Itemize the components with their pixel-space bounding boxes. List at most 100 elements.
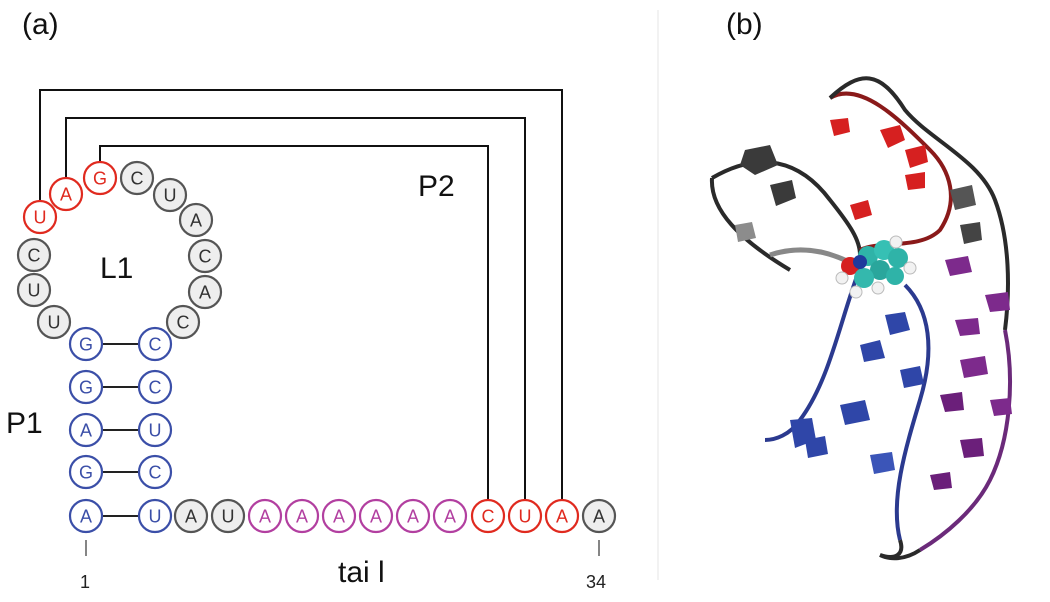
base-red (880, 125, 905, 148)
nucleotide: G (82, 160, 118, 196)
nucleotide-letter: A (556, 507, 568, 527)
nucleotide: C (16, 237, 52, 273)
base-blue (900, 366, 924, 388)
nucleotide-letter: A (593, 507, 605, 527)
p2-pair-bracket (65, 117, 526, 501)
nucleotide-circle (137, 326, 173, 362)
atom-teal (870, 260, 890, 280)
nucleotide-letter: C (131, 169, 144, 189)
base-dark (740, 145, 778, 175)
backbone-purple-segment (918, 329, 1012, 552)
nucleotide-letter: C (199, 247, 212, 267)
nucleotide-circle (119, 160, 155, 196)
base-red (905, 145, 928, 168)
nucleotide: C (137, 454, 173, 490)
base-red (905, 172, 925, 190)
nucleotide: A (432, 498, 468, 534)
nucleotide-letter: C (149, 335, 162, 355)
nucleotide-letter: C (177, 313, 190, 333)
nucleotide: C (137, 326, 173, 362)
nucleotide: U (137, 412, 173, 448)
pos-end-label: 34 (586, 572, 606, 592)
nucleotide-letter: U (222, 507, 235, 527)
nucleotide-circle (178, 202, 214, 238)
nucleotide-letter: A (199, 283, 211, 303)
rna-3d-ribbon-structure (709, 76, 1012, 561)
atom-blue (853, 255, 867, 269)
nucleotide-letter: A (407, 507, 419, 527)
nucleotide-letter: U (149, 507, 162, 527)
nucleotide-circle (507, 498, 543, 534)
nucleotide: G (68, 326, 104, 362)
nucleotide: A (395, 498, 431, 534)
nucleotide: U (36, 304, 72, 340)
nucleotide-circle (432, 498, 468, 534)
pos-start-label: 1 (80, 572, 90, 592)
nucleotide: G (68, 454, 104, 490)
nucleotide-circle (137, 412, 173, 448)
nucleotide: U (210, 498, 246, 534)
base-blue (860, 340, 885, 362)
nucleotide-circle (68, 326, 104, 362)
nucleotide-circle (358, 498, 394, 534)
nucleotide-circle (284, 498, 320, 534)
nucleotide-letter: C (149, 378, 162, 398)
base-red (850, 200, 872, 220)
nucleotide-circle (68, 454, 104, 490)
p2-pair-bracket (99, 145, 489, 501)
nucleotide-circle (187, 238, 223, 274)
nucleotide-circle (22, 199, 58, 235)
nucleotide: G (68, 369, 104, 405)
base-purple (960, 356, 988, 378)
nucleotide: U (152, 177, 188, 213)
p1-label: P1 (6, 407, 43, 440)
nucleotide-circle (137, 369, 173, 405)
nucleotide-circle (581, 498, 617, 534)
nucleotide-circle (210, 498, 246, 534)
panel-b-label: (b) (726, 8, 763, 41)
base-blue (885, 312, 910, 335)
nucleotide: U (507, 498, 543, 534)
base-purple (985, 292, 1010, 312)
panel-a-label: (a) (22, 8, 59, 41)
nucleotide-letter: A (296, 507, 308, 527)
nucleotide-letter: U (48, 313, 61, 333)
nucleotide: C (165, 304, 201, 340)
nucleotide-letter: A (60, 185, 72, 205)
nucleotide-circle (321, 498, 357, 534)
nucleotide-circle (187, 274, 223, 310)
base-blue (805, 436, 828, 458)
nucleotide-circle (247, 498, 283, 534)
nucleotide-letter: C (482, 507, 495, 527)
atom-white (903, 261, 917, 275)
base-purple (940, 392, 964, 412)
backbone-dark-segment (828, 76, 1010, 331)
p2-pair-bracket (39, 89, 563, 501)
nucleotide-letter: U (519, 507, 532, 527)
nucleotide: U (22, 199, 58, 235)
p2-pairing-lines (39, 89, 563, 501)
atom-white (871, 281, 885, 295)
nucleotide-circle (395, 498, 431, 534)
backbone-red-segment (828, 91, 953, 252)
nucleotide-circle (544, 498, 580, 534)
nucleotide-circle (36, 304, 72, 340)
nucleotide-circle (137, 498, 173, 534)
base-purple (955, 318, 980, 336)
nucleotide-circle (470, 498, 506, 534)
nucleotide: U (16, 272, 52, 308)
backbone-dark-segment (879, 548, 922, 561)
backbone-blue-segment (764, 267, 862, 442)
backbone-blue-segment (894, 283, 931, 541)
nucleotide-letter: A (190, 211, 202, 231)
p2-label: P2 (418, 170, 455, 203)
atom-teal (888, 248, 908, 268)
base-purple (930, 472, 952, 490)
base-dark (950, 185, 976, 210)
base-dark (960, 222, 982, 244)
nucleotide-circle (82, 160, 118, 196)
atom-teal (886, 267, 904, 285)
base-blue (870, 452, 895, 474)
